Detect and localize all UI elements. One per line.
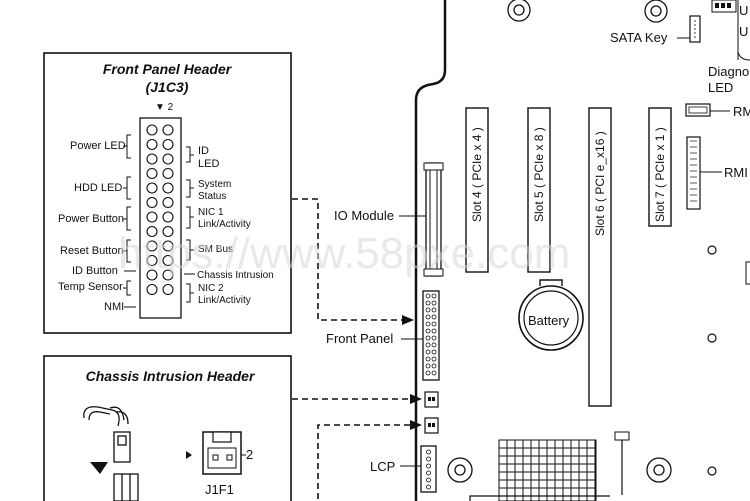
header-pin <box>162 254 174 267</box>
front-panel-header-subtitle: (J1C3) <box>146 79 189 95</box>
diagnostic-led-label-2: LED <box>708 80 733 95</box>
header-pin <box>146 225 158 238</box>
j1f1-pin-label: 2 <box>246 447 253 462</box>
pcie-slot-6: Slot 6 ( PCI e_x16 ) <box>588 107 612 407</box>
standoff-hole <box>707 245 717 255</box>
header-pin <box>146 283 158 296</box>
standoff-hole <box>707 466 717 476</box>
mounting-hole-top-right <box>644 0 668 23</box>
lcp-connector <box>420 445 437 493</box>
slot-6-label: Slot 6 ( PCI e_x16 ) <box>593 131 607 236</box>
pcie-slot-7: Slot 7 ( PCIe x 1 ) <box>648 107 672 227</box>
header-pin <box>162 182 174 194</box>
diagnostic-led-label-1: Diagno <box>708 64 749 79</box>
front-panel-label: Front Panel <box>326 331 393 346</box>
nic1-label-2: Link/Activity <box>198 219 251 230</box>
power-led-label: Power LED <box>70 140 126 152</box>
battery-label: Battery <box>528 313 570 328</box>
power-button-label: Power Button <box>58 213 124 225</box>
slot-5-label: Slot 5 ( PCIe x 8 ) <box>532 127 546 222</box>
rmi-connector <box>686 136 701 210</box>
chassis-intrusion-header-box <box>43 355 292 501</box>
front-panel-pin-block <box>139 117 182 319</box>
callout-arrow-io <box>292 198 402 321</box>
header-pin <box>162 211 174 223</box>
nic1-label-1: NIC 1 <box>198 207 224 218</box>
svg-text:U: U <box>739 3 748 18</box>
mounting-hole-bottom-right <box>646 457 672 483</box>
slot-4-label: Slot 4 ( PCIe x 4 ) <box>470 127 484 222</box>
chassis-intrusion-header-title: Chassis Intrusion Header <box>86 368 256 384</box>
mounting-hole-bottom-left <box>447 457 473 483</box>
j1f1-connector <box>202 431 242 475</box>
pcie-slot-5: Slot 5 ( PCIe x 8 ) <box>527 107 551 273</box>
board-outline <box>414 0 447 501</box>
header-pin <box>146 182 158 194</box>
svg-text:U: U <box>739 24 748 39</box>
standoff-hole <box>707 333 717 343</box>
down-arrow <box>90 462 108 474</box>
header-pin <box>162 138 174 151</box>
id-led-label-2: LED <box>198 158 219 170</box>
header-pin <box>162 225 174 238</box>
header-pin <box>146 211 158 223</box>
header-pin <box>146 124 158 136</box>
header-pin <box>162 196 174 209</box>
sata-key-label: SATA Key <box>610 30 668 45</box>
header-pin <box>162 283 174 296</box>
header-pin <box>162 240 174 252</box>
temp-sensor-label: Temp Sensor <box>58 281 123 293</box>
sm-bus-label: SM Bus <box>198 244 233 255</box>
io-module-label: IO Module <box>334 208 394 223</box>
header-pin <box>146 240 158 252</box>
header-pin <box>146 269 158 281</box>
left-brackets <box>123 134 136 308</box>
nic2-label-1: NIC 2 <box>198 283 224 294</box>
system-status-label-1: System <box>198 179 231 190</box>
lcp-label: LCP <box>370 459 395 474</box>
pin-2-marker: ▼ 2 <box>155 102 174 113</box>
rm-connector-small <box>685 103 711 117</box>
front-panel-connector <box>422 290 440 381</box>
header-pin <box>146 196 158 209</box>
nmi-label: NMI <box>104 301 124 313</box>
nic2-label-2: Link/Activity <box>198 295 251 306</box>
mounting-hole-top-left <box>507 0 531 22</box>
reset-button-label: Reset Button <box>60 245 124 257</box>
right-brackets <box>184 146 195 303</box>
battery: Battery <box>518 279 584 351</box>
hdd-led-label: HDD LED <box>74 182 122 194</box>
header-pin <box>146 138 158 151</box>
system-status-label-2: Status <box>198 191 226 202</box>
header-pin <box>162 269 174 281</box>
front-panel-header-title: Front Panel Header <box>103 61 233 77</box>
header-pin <box>146 153 158 165</box>
id-led-label-1: ID <box>198 145 209 157</box>
header-pin <box>162 167 174 180</box>
heatsink-grid <box>498 439 597 501</box>
header-pin <box>146 167 158 180</box>
rm-label: RM <box>733 104 750 119</box>
slot-7-label: Slot 7 ( PCIe x 1 ) <box>653 127 667 222</box>
header-pin <box>162 153 174 165</box>
chassis-cable-illustration <box>83 406 139 501</box>
callout-arrow-chassis <box>292 398 410 501</box>
two-pin-connector-upper <box>424 391 439 408</box>
header-pin <box>162 124 174 136</box>
rmi-label: RMI <box>724 165 748 180</box>
chassis-intrusion-connector-board <box>424 417 439 434</box>
id-button-label: ID Button <box>72 265 118 277</box>
pcie-slot-4: Slot 4 ( PCIe x 4 ) <box>465 107 489 273</box>
chassis-intrusion-label: Chassis Intrusion <box>197 270 274 281</box>
header-pin <box>146 254 158 267</box>
watermark: https://www.58pxe.com <box>118 229 570 278</box>
io-module-connector <box>423 162 444 277</box>
j1f1-label: J1F1 <box>205 482 234 497</box>
